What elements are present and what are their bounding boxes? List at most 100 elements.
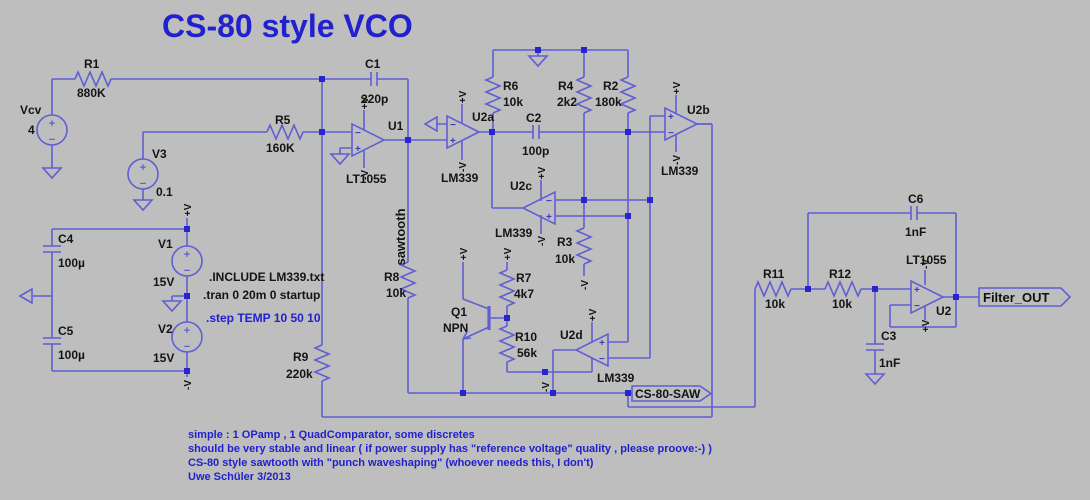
net-flag-outline — [631, 385, 713, 402]
capacitor-C4[interactable]: C4 100µ — [43, 232, 85, 270]
resistor-R3[interactable]: R3 10k — [555, 227, 594, 266]
net-flag-arrow[interactable] — [423, 115, 438, 133]
resistor-value: 10k — [765, 297, 785, 311]
opamp-triangle — [351, 122, 386, 158]
junction-dot — [319, 76, 325, 82]
ground-symbol — [329, 153, 351, 166]
source-ref: V1 — [158, 237, 173, 251]
capacitor-C5[interactable]: C5 100µ — [43, 324, 85, 362]
resistor-R7[interactable]: R7 4k7 — [497, 269, 534, 307]
plus-input-mark: + — [355, 144, 361, 155]
resistor-ref: R12 — [829, 267, 851, 281]
junction-dot — [504, 315, 510, 321]
comparator-U2d[interactable]: + − U2d LM339 — [560, 328, 635, 385]
resistor-value: 10k — [832, 297, 852, 311]
resistor-R6[interactable]: R6 10k — [483, 76, 523, 114]
resistor-R10[interactable]: R10 56k — [497, 325, 537, 363]
opamp-U2[interactable]: + − LT1055 U2 — [906, 253, 952, 318]
comparator-ref: U2c — [510, 179, 532, 193]
plus-input-mark: + — [668, 112, 674, 123]
vminus-flag: -V — [672, 155, 683, 165]
source-ref: V3 — [152, 147, 167, 161]
resistor-ref: R3 — [557, 235, 573, 249]
source-minus-mark: − — [184, 265, 190, 277]
source-plus-mark: + — [184, 249, 190, 261]
minus-input-mark: − — [914, 301, 920, 312]
vminus-flag: -V — [183, 380, 194, 390]
net-label-sawtooth[interactable]: sawtooth — [393, 208, 408, 265]
source-plus-mark: + — [49, 118, 55, 130]
resistor-R11[interactable]: R11 10k — [754, 267, 792, 311]
cap-ref: C2 — [526, 111, 542, 125]
ground-symbol — [132, 199, 154, 212]
junction-dot — [581, 197, 587, 203]
transistor-Q1[interactable]: Q1 NPN — [443, 305, 491, 340]
junction-dot — [953, 294, 959, 300]
source-value: 4 — [28, 123, 35, 137]
net-flag-outline — [978, 287, 1072, 307]
comment-line-1: simple : 1 OPamp , 1 QuadComparator, som… — [188, 429, 475, 441]
resistor-R4[interactable]: R4 2k2 — [557, 76, 594, 114]
source-circle — [127, 158, 159, 190]
comparator-U2c[interactable]: − + U2c LM339 — [495, 179, 556, 240]
vplus-flag: +V — [672, 81, 683, 94]
transistor-type: NPN — [443, 321, 468, 335]
source-circle — [171, 321, 203, 353]
source-plus-mark: + — [140, 162, 146, 174]
resistor-value: 220k — [286, 367, 313, 381]
junction-dot — [184, 293, 190, 299]
resistor-R9[interactable]: R9 220k — [286, 344, 332, 382]
resistor-zigzag — [497, 269, 517, 307]
directive-step[interactable]: .step TEMP 10 50 10 — [206, 311, 321, 325]
minus-input-mark: − — [599, 354, 605, 365]
comparator-U2a[interactable]: − + U2a LM339 — [441, 110, 494, 185]
source-circle — [36, 114, 68, 146]
minus-input-mark: − — [546, 196, 552, 207]
net-flag-filter-out[interactable]: Filter_OUT — [978, 287, 1072, 307]
cap-value: 220p — [361, 92, 388, 106]
resistor-R1[interactable]: R1 880K — [74, 57, 112, 100]
capacitor-C2[interactable]: C2 100p — [522, 111, 549, 158]
comparator-U2b[interactable]: + − U2b LM339 — [661, 103, 710, 178]
capacitor-C6[interactable]: C6 1nF — [905, 192, 926, 239]
resistor-ref: R8 — [384, 270, 400, 284]
vplus-flag: +V — [537, 166, 548, 179]
resistor-R12[interactable]: R12 10k — [824, 267, 862, 311]
cap-plates — [866, 343, 884, 351]
cap-ref: C4 — [58, 232, 74, 246]
ground-symbol — [527, 55, 549, 68]
resistor-R5[interactable]: R5 160K — [266, 113, 304, 155]
directive-include[interactable]: .INCLUDE LM339.txt — [209, 270, 324, 284]
net-flag-arrow[interactable] — [18, 287, 33, 305]
junction-dot — [460, 390, 466, 396]
voltage-source-V1[interactable]: + − V1 15V — [153, 237, 203, 289]
resistor-R2[interactable]: R2 180k — [595, 76, 638, 114]
junction-dot — [625, 129, 631, 135]
comparator-triangle — [664, 106, 699, 142]
comment-line-2: should be very stable and linear ( if po… — [188, 443, 712, 455]
net-flag-cs80-saw[interactable]: CS-80-SAW — [631, 385, 713, 402]
comparator-ref: U2a — [472, 110, 494, 124]
voltage-source-V2[interactable]: + − V2 15V — [153, 321, 203, 365]
resistor-ref: R6 — [503, 79, 519, 93]
capacitor-C1[interactable]: C1 220p — [361, 57, 388, 106]
junction-dot — [581, 47, 587, 53]
opamp-U1[interactable]: − + U1 LT1055 — [346, 119, 404, 186]
junction-dot — [489, 129, 495, 135]
cap-ref: C3 — [881, 329, 897, 343]
cap-plates — [910, 206, 918, 220]
resistor-ref: R1 — [84, 57, 100, 71]
resistor-R8[interactable]: R8 10k — [384, 261, 418, 300]
resistor-zigzag — [574, 76, 594, 114]
cap-value: 100p — [522, 144, 549, 158]
source-plus-mark: + — [184, 325, 190, 337]
net-flag-label: CS-80-SAW — [635, 387, 701, 401]
source-minus-mark: − — [140, 178, 146, 190]
directive-tran[interactable]: .tran 0 20m 0 startup — [203, 288, 320, 302]
capacitor-C3[interactable]: C3 1nF — [866, 329, 900, 370]
resistor-zigzag — [74, 69, 112, 89]
resistor-value: 10k — [386, 286, 406, 300]
cap-value: 1nF — [905, 225, 926, 239]
voltage-source-Vcv[interactable]: + − Vcv 4 — [20, 103, 68, 146]
voltage-source-V3[interactable]: + − V3 0.1 — [127, 147, 173, 199]
